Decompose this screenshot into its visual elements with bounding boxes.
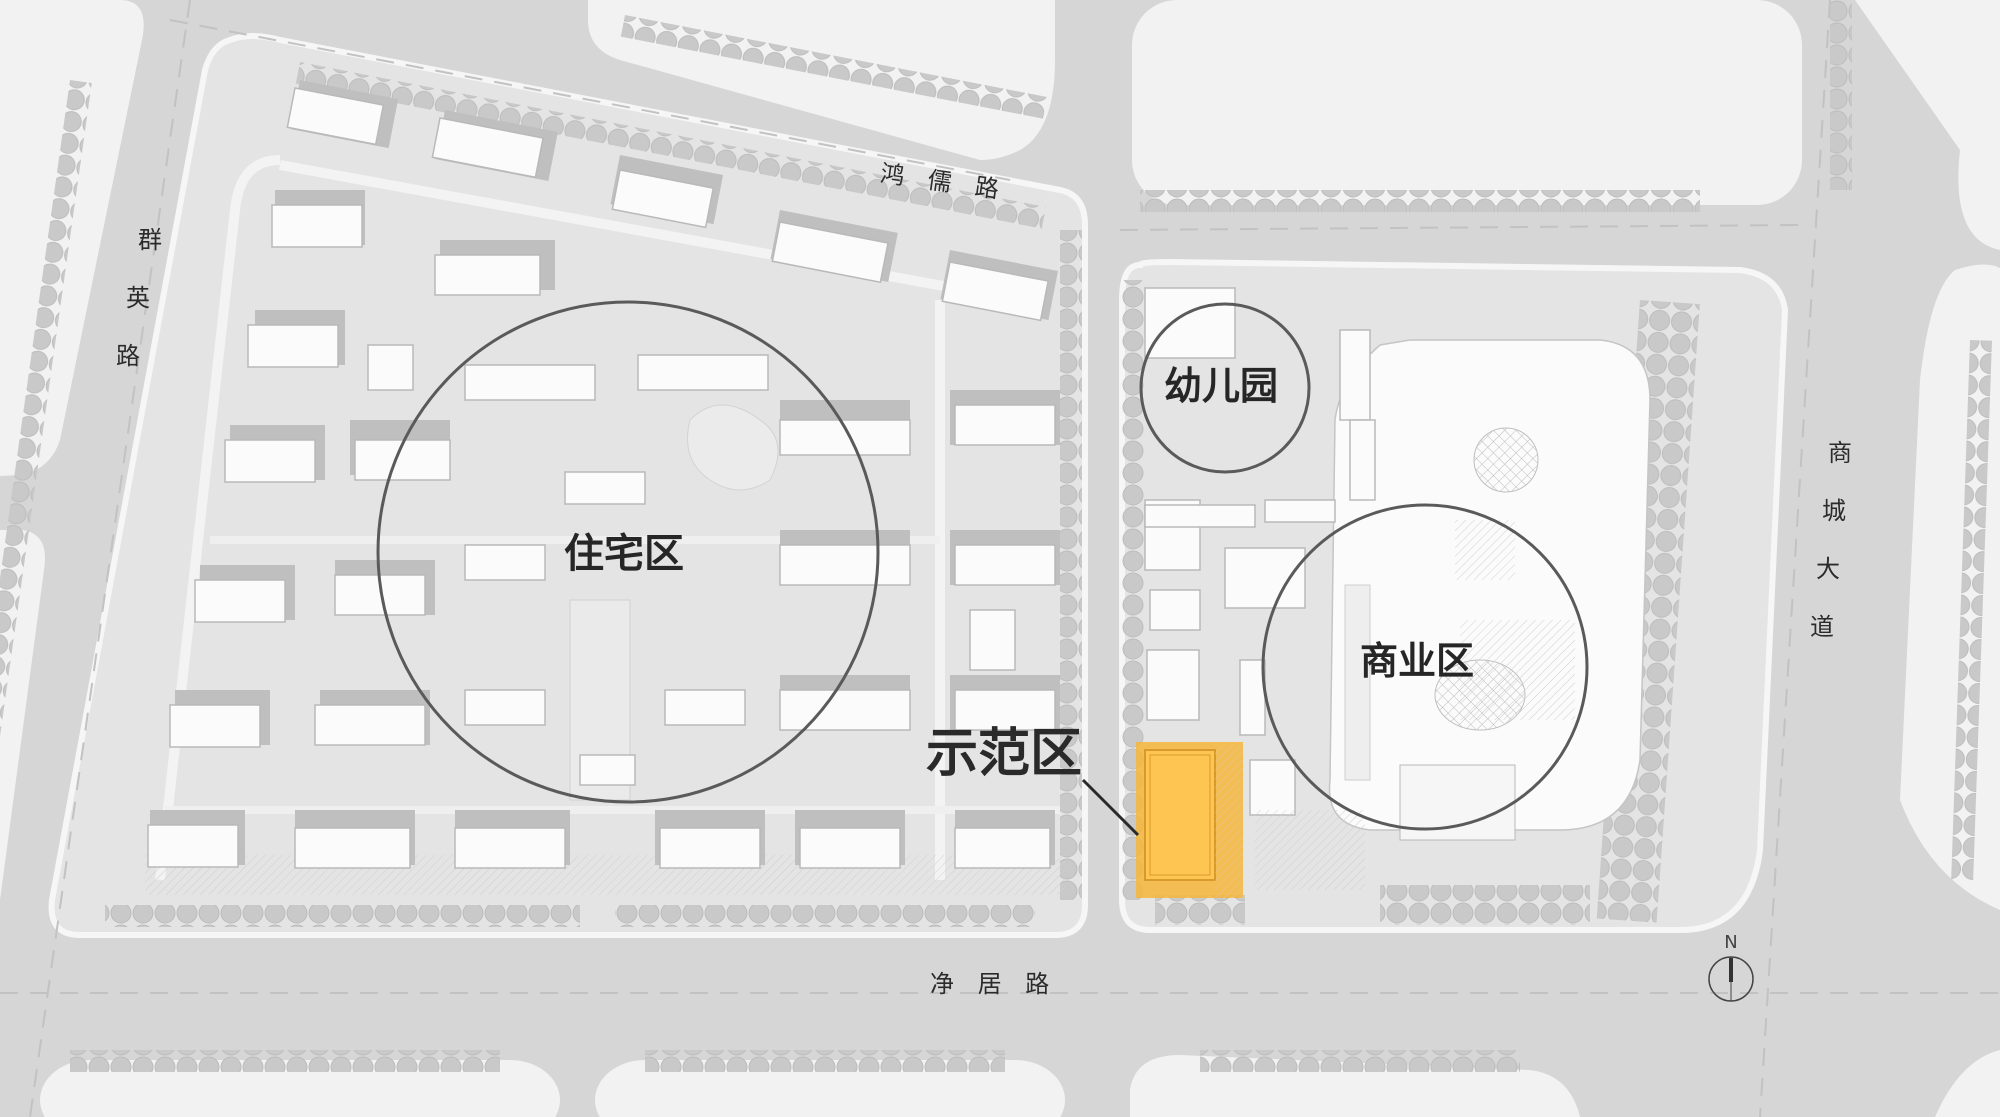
road-label-south: 净 居 路 [930, 970, 1058, 998]
road-char: 英 [126, 284, 150, 312]
zone-label-residential: 住宅区 [564, 531, 684, 577]
road-char: 大 [1816, 555, 1840, 583]
road-label-west: 群 英 路 [116, 226, 162, 402]
compass-icon [1708, 956, 1754, 1002]
residential-circle [376, 300, 880, 804]
commercial-circle [1261, 503, 1589, 831]
road-char: 道 [1810, 613, 1834, 641]
zone-label-commercial: 商业区 [1360, 639, 1475, 683]
kindergarten-circle [1139, 302, 1311, 474]
demo-zone-highlight [1136, 742, 1243, 898]
road-char: 商 [1828, 439, 1852, 467]
demo-zone-callout: 示范区 [926, 724, 1083, 784]
road-char: 城 [1822, 497, 1846, 525]
road-char: 群 [138, 226, 162, 254]
demo-callout-line [1081, 778, 1140, 837]
road-label-east: 商 城 大 道 [1810, 439, 1852, 673]
residential-site [0, 33, 1088, 938]
north-arrow: N [1706, 932, 1756, 1012]
commercial-site [1119, 258, 1789, 933]
zone-label-kindergarten: 幼儿园 [1164, 364, 1279, 408]
road-char: 路 [116, 342, 140, 370]
north-label: N [1724, 932, 1738, 953]
